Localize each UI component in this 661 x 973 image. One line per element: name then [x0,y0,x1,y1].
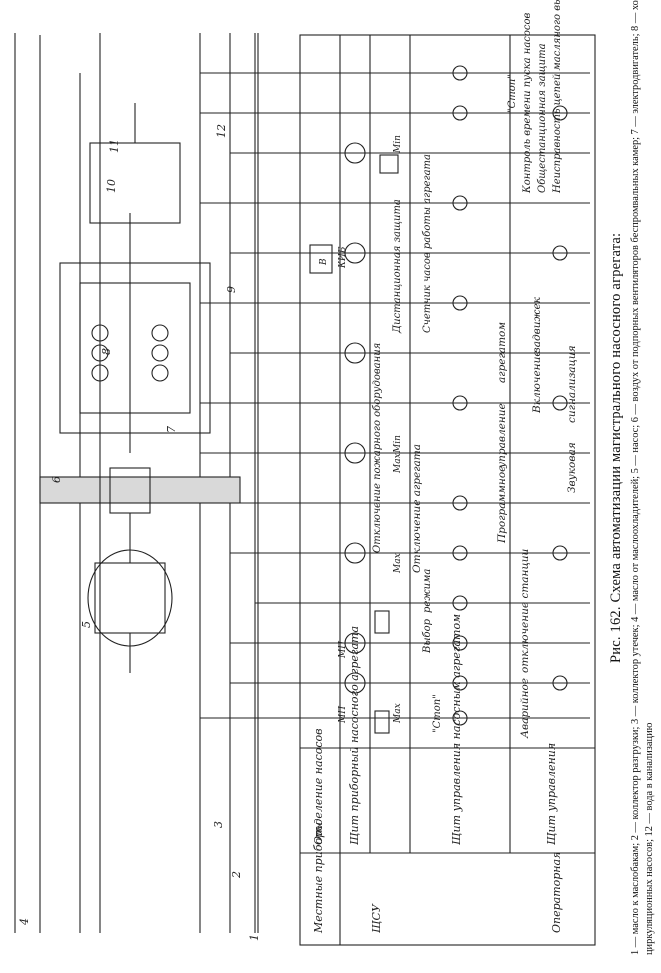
tag-mp-2: МП [338,641,348,659]
group-shchsu: ЩСУ [370,903,383,933]
label-signal: сигнализация [566,345,578,423]
tag-v: В [319,258,329,266]
callout-7: 7 [165,426,178,433]
label-shutdown: Отключение агрегата [411,444,423,573]
tag-mp-1: МП [338,706,348,724]
tag-max-1: Мах [393,703,403,724]
label-switch-on: Включение [531,350,543,414]
callout-2: 2 [230,871,243,879]
callout-12: 12 [215,124,228,138]
label-fire-equipment: Отключение пожарного оборудования [372,343,383,553]
callout-9: 9 [225,286,238,293]
callout-6: 6 [50,476,63,483]
wall-6 [39,476,241,504]
pump-body [87,549,173,647]
label-breaker-fault: Неисправность цепей масляного выключател… [552,0,563,194]
callout-11: 11 [108,139,121,153]
label-emergency: Аварийное [519,678,531,739]
figure-caption-legend-line1: 1 — масло к маслобакам; 2 — коллектор ра… [630,0,641,955]
label-unit-control: управление [496,403,508,469]
figure-caption-title: Рис. 162. Схема автоматизации магистраль… [608,232,624,663]
row-local-instruments: Местные приборы [312,822,325,934]
callout-1: 1 [248,934,261,941]
row-control-panel-unit: Щит управления насосным агрегатом [450,614,463,845]
tag-max-3: Мах [393,453,403,474]
group-operator: Операторная [550,852,563,933]
label-program: Программное [496,466,508,544]
callout-3: 3 [212,821,225,828]
tag-max-2: Мах [393,553,403,574]
label-station-off: отключение станции [519,548,531,673]
row-pump-room: Отделение насосов [312,728,325,845]
label-regime: режима [422,569,433,613]
tag-min-2: Min [393,135,403,154]
exciter-10 [89,142,181,224]
label-hour-counter: Счетчик часов работы агрегата [422,154,433,333]
callout-10: 10 [105,179,118,193]
callout-5: 5 [80,621,93,628]
callout-8: 8 [100,348,113,355]
callout-4: 4 [18,918,31,926]
label-station-protection: Общестанционная защита [537,43,548,193]
label-stop-left: "Стоп" [432,694,443,733]
figure-caption-legend-line2: циркуляционных насосов; 12 — вода в кана… [644,722,655,955]
row-control-panel: Щит управления [545,743,558,845]
motor-7 [59,262,211,434]
tag-min-1: Min [393,435,403,454]
row-instrument-panel: Щит приборный насосного агрегата [348,626,361,845]
label-pump-start-time: Контроль времени пуска насосов [522,12,533,194]
tag-kib: КИБ [338,246,348,269]
table-frame [299,34,596,946]
label-stop-right: "Стоп" [507,74,518,113]
label-gate: задвижек [531,296,543,353]
label-unit: агрегатом [496,322,508,383]
label-choice: Выбор [422,618,433,654]
label-distance-protection: Дистанционная защита [392,199,403,334]
label-sound: Звуковая [566,442,578,493]
